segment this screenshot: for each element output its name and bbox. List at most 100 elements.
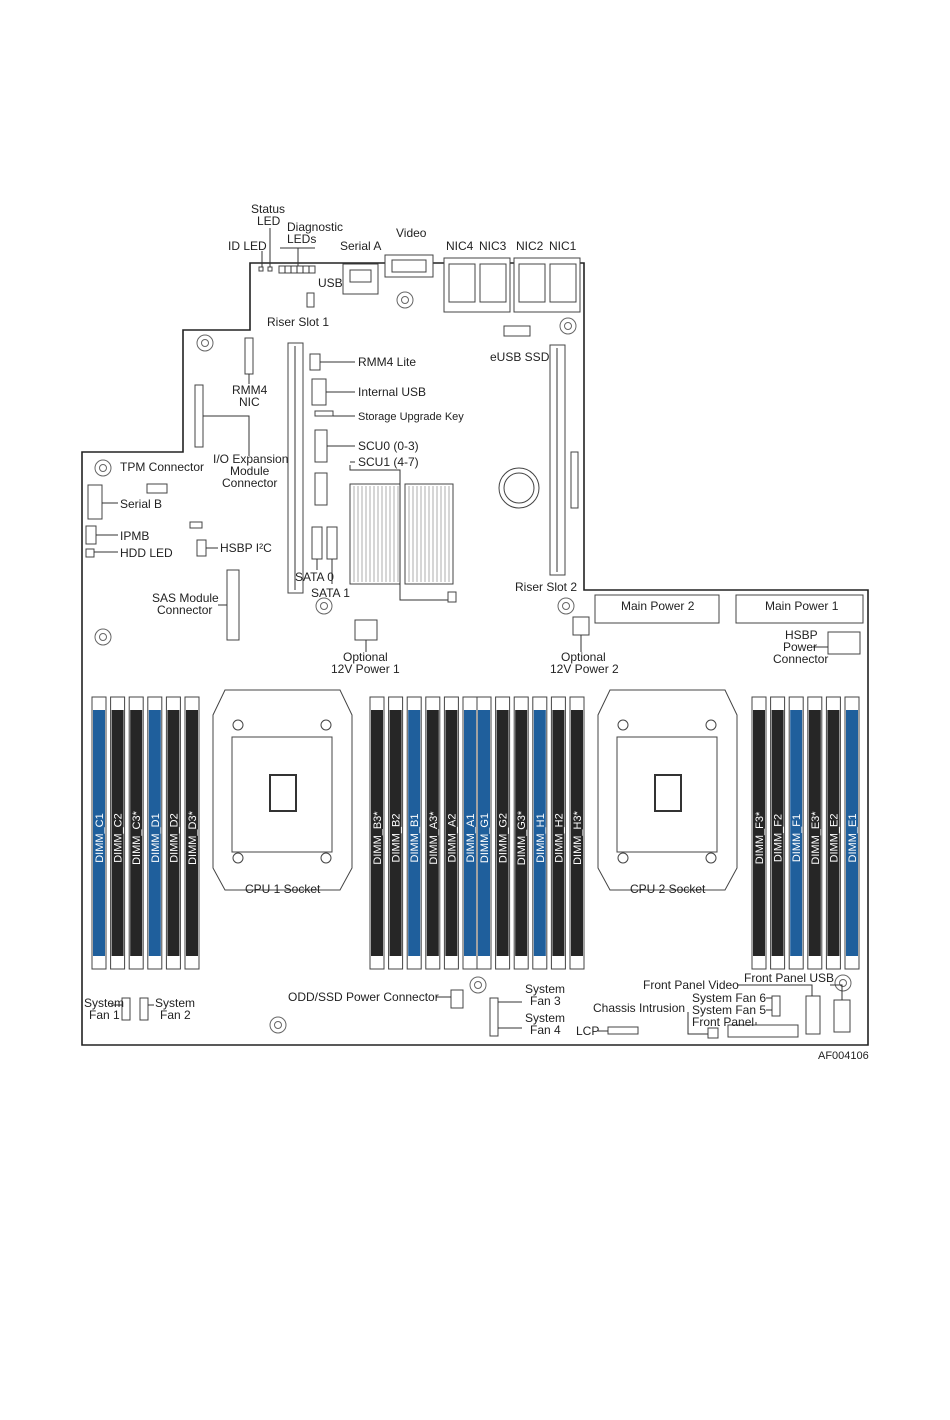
riser-slot-2-label: Riser Slot 2 — [515, 580, 577, 594]
dimm-slot-dimm-c2 — [111, 710, 124, 956]
dimm-slot-dimm-e1 — [846, 710, 858, 956]
dimm-slot-dimm-b3 — [371, 710, 383, 956]
serial-b-label: Serial B — [120, 497, 162, 511]
nic1-port — [549, 263, 577, 303]
dimm-label-dimm-b3: DIMM_B3* — [372, 811, 384, 865]
svg-text:LED: LED — [257, 214, 281, 228]
hsbp-power-connector — [827, 631, 861, 655]
system-fan-5-6-header — [771, 995, 781, 1017]
dimm-label-dimm-f2: DIMM_F2 — [773, 814, 785, 862]
rear-io — [258, 254, 581, 313]
dimm-slot-dimm-g1 — [478, 710, 490, 956]
dimm-slot-dimm-e2 — [827, 710, 840, 956]
optional-12v-2-label: Optional — [561, 650, 606, 664]
hdd-led-label: HDD LED — [120, 546, 173, 560]
system-fan-4-label: System — [525, 1011, 565, 1025]
main-power-1-connector — [735, 594, 864, 624]
lcp-header — [607, 1026, 639, 1035]
svg-text:Connector: Connector — [773, 652, 828, 666]
system-fan-1-header — [121, 997, 131, 1021]
riser-2-pins — [570, 451, 579, 509]
scu0-connector — [314, 429, 328, 463]
main-power-1-label: Main Power 1 — [765, 599, 839, 613]
front-panel-usb-header — [833, 999, 851, 1033]
dimm-slot-dimm-h3 — [571, 710, 583, 956]
dimm-slot-dimm-h1 — [533, 710, 546, 956]
svg-text:12V Power 2: 12V Power 2 — [550, 662, 619, 676]
internal-usb-port — [311, 378, 327, 406]
svg-text:Fan 1: Fan 1 — [89, 1008, 120, 1022]
usb-label: USB — [318, 276, 343, 290]
dimm-slot-dimm-b1 — [408, 710, 421, 956]
nic3-port — [479, 263, 507, 303]
dimm-label-dimm-d3: DIMM_D3* — [187, 810, 199, 865]
dimm-slot-dimm-f2 — [771, 710, 784, 956]
leader-lines — [94, 228, 843, 1035]
riser-slot-1-label: Riser Slot 1 — [267, 315, 329, 329]
svg-text:LEDs: LEDs — [287, 232, 316, 246]
tpm-connector-label: TPM Connector — [120, 460, 204, 474]
nic-ports — [443, 257, 581, 313]
dimm-label-dimm-g1: DIMM_G1 — [479, 813, 491, 863]
id-led — [258, 266, 264, 272]
cpu1-socket-label: CPU 1 Socket — [245, 882, 321, 896]
diagnostic-leds — [278, 265, 316, 274]
system-fan-2-header — [139, 997, 149, 1021]
dimm-label-dimm-c1: DIMM_C1 — [94, 813, 106, 863]
nic2-label: NIC2 — [516, 239, 544, 253]
dimm-label-dimm-h1: DIMM_H1 — [535, 813, 547, 863]
svg-text:Module: Module — [230, 464, 270, 478]
dimm-label-dimm-a3: DIMM_A3* — [428, 811, 440, 865]
hsbp-i2c-label: HSBP I²C — [220, 541, 272, 555]
dimm-label-dimm-a2: DIMM_A2 — [446, 814, 458, 863]
dimm-label-dimm-h3: DIMM_H3* — [572, 810, 584, 865]
main-power-2-connector — [594, 594, 720, 624]
board-outline — [81, 262, 869, 1046]
front-panel-header — [727, 1024, 799, 1038]
usb-port — [306, 292, 315, 308]
cpu2-socket-label: CPU 2 Socket — [630, 882, 706, 896]
storage-upgrade-key — [314, 410, 334, 417]
dimm-slot-dimm-c3 — [130, 710, 143, 956]
dimm-label-dimm-e2: DIMM_E2 — [828, 814, 840, 863]
system-fan-6-label: System Fan 6 — [692, 991, 766, 1005]
nic2-port — [518, 263, 546, 303]
system-fan-5-label: System Fan 5 — [692, 1003, 766, 1017]
mounting-holes — [94, 291, 852, 1034]
labels: Status LED Diagnostic LEDs ID LED Serial… — [84, 202, 869, 1062]
esub-ssd-label: eUSB SSD — [490, 350, 550, 364]
cpu1-socket — [212, 689, 353, 891]
front-panel-label: Front Panel — [692, 1015, 754, 1029]
storage-upgrade-key-label: Storage Upgrade Key — [358, 411, 464, 423]
dimm-label-dimm-f1: DIMM_F1 — [791, 814, 803, 862]
small-header — [189, 521, 203, 529]
sata0-label: SATA 0 — [295, 570, 334, 584]
dimm-label-dimm-g3: DIMM_G3* — [516, 810, 528, 865]
nic4-port — [448, 263, 476, 303]
system-fan-3-label: System — [525, 982, 565, 996]
hdd-led-header — [85, 548, 95, 558]
dimm-label-dimm-b2: DIMM_B2 — [391, 814, 403, 863]
serial-b-header — [87, 484, 103, 520]
dimm-slot-dimm-a3 — [426, 710, 439, 956]
dimm-slot-dimm-b2 — [389, 710, 402, 956]
chassis-intrusion-header — [707, 1027, 719, 1039]
main-power-2-label: Main Power 2 — [621, 599, 695, 613]
svg-text:Fan 2: Fan 2 — [160, 1008, 191, 1022]
dimm-slot-dimm-f1 — [790, 710, 803, 956]
system-fan-2-label: System — [155, 996, 195, 1010]
dimm-label-dimm-e3: DIMM_E3* — [810, 811, 822, 865]
rmm4-nic-label: RMM4 — [232, 383, 268, 397]
nic3-label: NIC3 — [479, 239, 507, 253]
optional-12v-1-label: Optional — [343, 650, 388, 664]
dimm-slot-dimm-c1 — [93, 710, 105, 956]
odd-ssd-power-connector — [450, 989, 464, 1009]
nic1-label: NIC1 — [549, 239, 577, 253]
cpu2-socket — [597, 689, 738, 891]
status-led-label: Status — [251, 202, 285, 216]
odd-ssd-power-label: ODD/SSD Power Connector — [288, 990, 439, 1004]
dimm-slot-dimm-a2 — [445, 710, 458, 956]
sata1-label: SATA 1 — [311, 586, 350, 600]
sata1-connector — [326, 526, 338, 560]
svg-text:Fan 4: Fan 4 — [530, 1023, 561, 1037]
